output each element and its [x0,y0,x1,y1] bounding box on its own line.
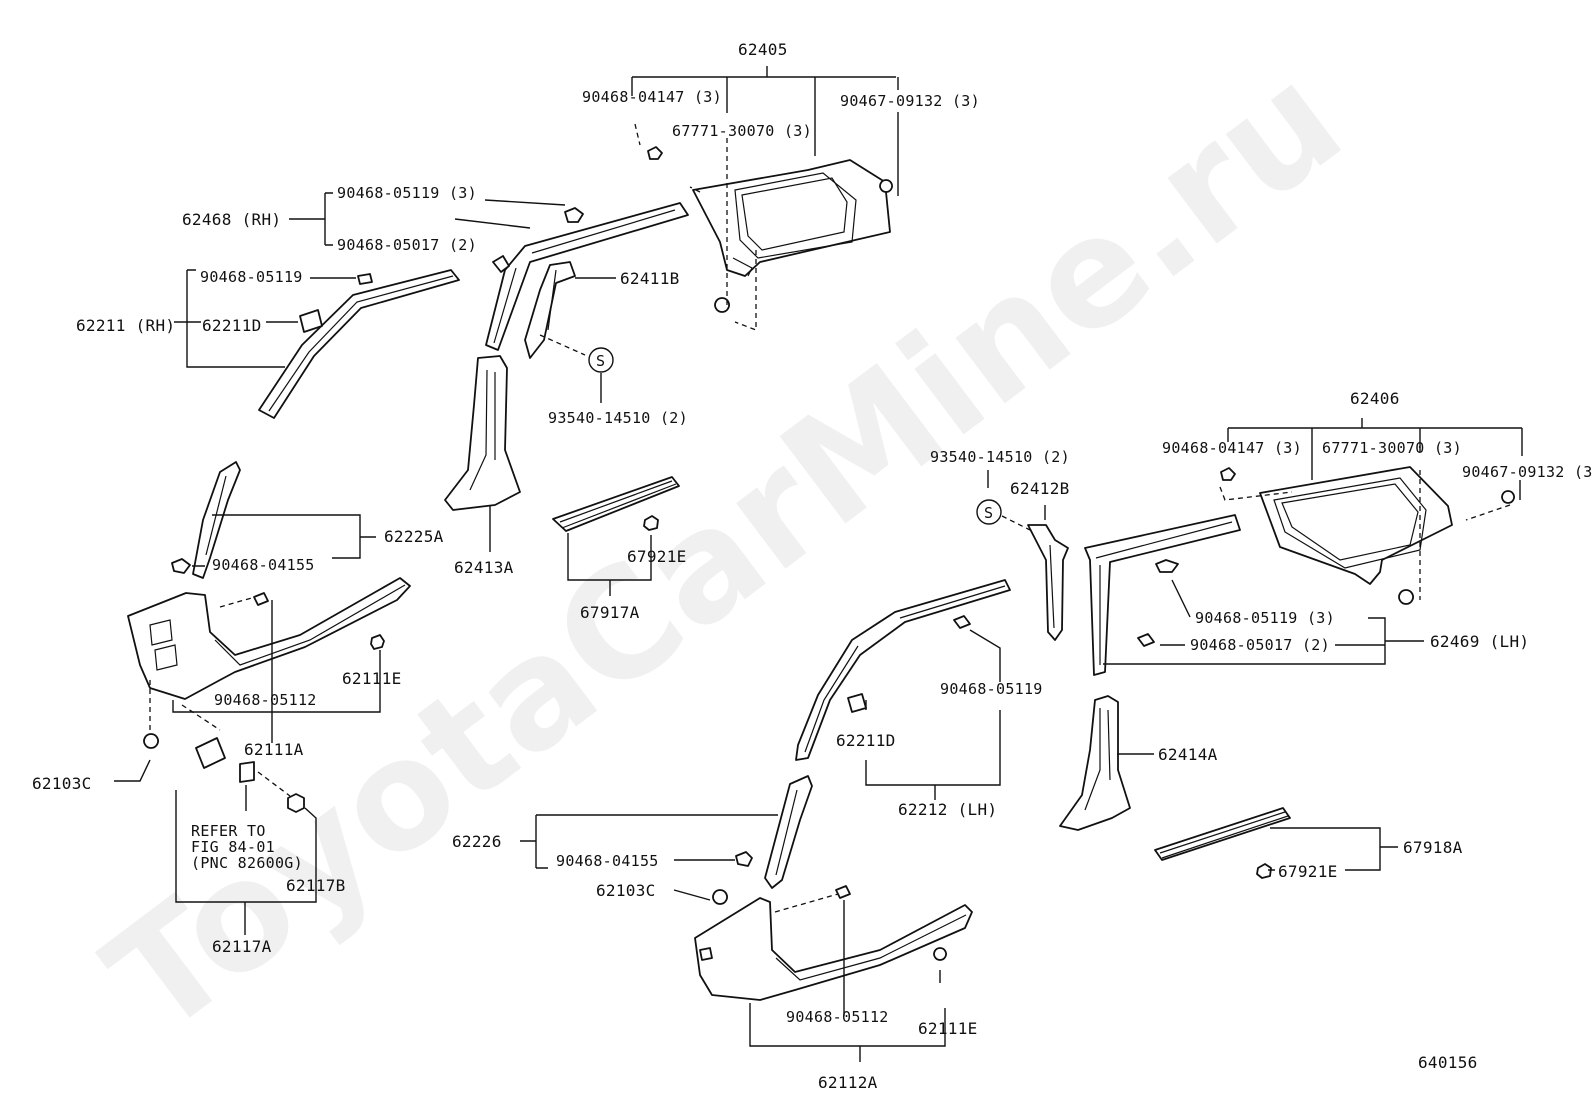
label-90468-04147-right: 90468-04147 (3) [1162,439,1302,457]
label-62411B: 62411B [620,269,680,288]
label-62211-rh: 62211 (RH) [76,316,175,335]
figure-number: 640156 [1418,1053,1478,1072]
label-62212-lh: 62212 (LH) [898,800,997,819]
label-62412B: 62412B [1010,479,1070,498]
label-62117B: 62117B [286,876,346,895]
quarter-trim-62405 [692,159,891,277]
scuff-plate-67918A [1154,807,1291,879]
label-62111E-left: 62111E [342,669,402,688]
kick-panel-62112A [694,885,973,1001]
label-62414A: 62414A [1158,745,1218,764]
symbol-s-icon-right [976,499,1002,525]
center-pillar-62413A [444,355,521,511]
label-90468-04155-mid: 90468-04155 [556,852,659,870]
label-90468-05112-bottom: 90468-05112 [786,1008,889,1026]
label-67771-30070-top: 67771-30070 (3) [672,122,812,140]
label-90468-05119-left: 90468-05119 [200,268,303,286]
front-pillar-62211 [258,269,460,419]
label-62468-rh: 62468 (RH) [182,210,281,229]
label-62117A: 62117A [212,937,272,956]
label-62211D-left: 62211D [202,316,262,335]
refer-note-line2: FIG 84-01 [191,838,275,856]
pillar-trim-62225A [171,461,241,579]
refer-note-line1: REFER TO [191,822,266,840]
label-67921E-left: 67921E [627,547,687,566]
symbol-s-icon-top [588,347,614,373]
label-90468-05119-3-top: 90468-05119 (3) [337,184,477,202]
label-62225A: 62225A [384,527,444,546]
label-62112A: 62112A [818,1073,878,1092]
label-90468-05112-left: 90468-05112 [214,691,317,709]
label-62111A: 62111A [244,740,304,759]
front-pillar-62212 [795,579,1011,761]
label-93540-14510-left: 93540-14510 (2) [548,409,688,427]
pillar-bracket-62411B [524,261,576,359]
label-90468-04155-left: 90468-04155 [212,556,315,574]
label-90468-05119-mid: 90468-05119 [940,680,1043,698]
pillar-trim-62226 [712,775,813,905]
center-pillar-62414A [1059,695,1131,831]
label-62469-lh: 62469 (LH) [1430,632,1529,651]
symbol-s-right: S [984,504,993,522]
clip-62103C-left [143,733,159,749]
pillar-trim-62469 [1084,514,1241,676]
label-67921E-right: 67921E [1278,862,1338,881]
label-93540-14510-right: 93540-14510 (2) [930,448,1070,466]
pillar-bracket-62412B [1027,524,1069,641]
label-67917A: 67917A [580,603,640,622]
label-62406: 62406 [1350,389,1400,408]
label-90468-05119-3-right: 90468-05119 (3) [1195,609,1335,627]
refer-note-line3: (PNC 82600G) [191,854,303,872]
label-62111E-bottom: 62111E [918,1019,978,1038]
quarter-trim-62406 [1220,466,1515,605]
label-67918A: 67918A [1403,838,1463,857]
label-67771-30070-right: 67771-30070 (3) [1322,439,1462,457]
kick-panel-62111A [127,577,411,700]
label-90467-09132-top: 90467-09132 (3) [840,92,980,110]
label-62103C-mid: 62103C [596,881,656,900]
symbol-s-top: S [596,352,605,370]
label-90468-05017-2-right: 90468-05017 (2) [1190,636,1330,654]
label-90467-09132-right: 90467-09132 (3) [1462,463,1592,481]
label-62211D-mid: 62211D [836,731,896,750]
label-90468-04147-top: 90468-04147 (3) [582,88,722,106]
label-62405: 62405 [738,40,788,59]
clip-icons-62405 [647,146,893,313]
label-62103C-left: 62103C [32,774,92,793]
label-62413A: 62413A [454,558,514,577]
pillar-trim-62468 [485,202,689,351]
label-90468-05017-2-top: 90468-05017 (2) [337,236,477,254]
cover-62117A [195,737,305,813]
label-62226: 62226 [452,832,502,851]
scuff-plate-67917A [552,476,680,532]
